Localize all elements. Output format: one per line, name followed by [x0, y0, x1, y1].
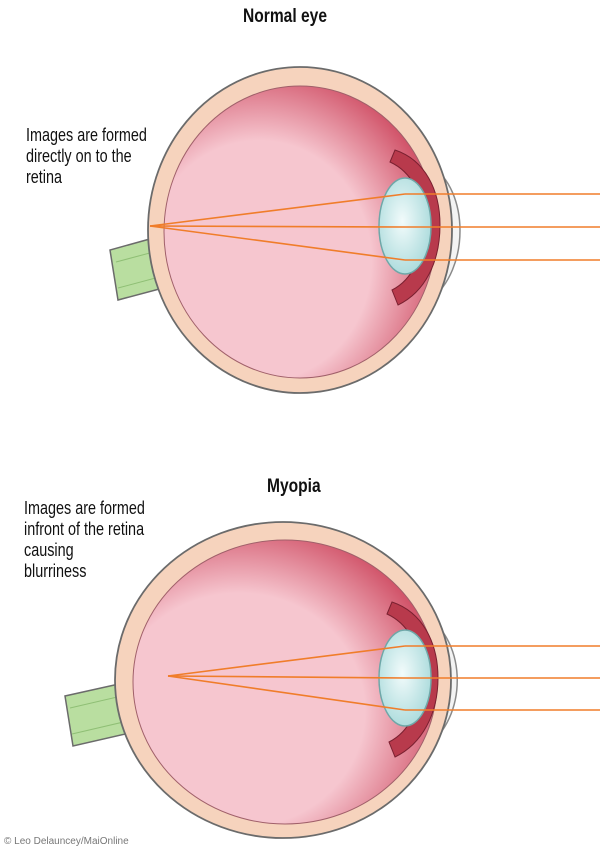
myopia-caption: Images are formed infront of the retina … [24, 498, 145, 582]
myopia-eye-diagram [64, 521, 600, 839]
caption-line: infront of the retina [24, 519, 145, 539]
lens [378, 177, 432, 275]
caption-line: causing [24, 540, 74, 560]
caption-line: directly on to the [26, 146, 132, 166]
caption-line: blurriness [24, 561, 87, 581]
normal-eye-diagram [109, 66, 600, 394]
normal-eye-caption: Images are formed directly on to the ret… [26, 125, 147, 188]
caption-line: Images are formed [24, 498, 145, 518]
normal-eye-title: Normal eye [243, 6, 328, 27]
normal-eye-panel: Normal eye [0, 0, 600, 420]
myopia-title: Myopia [267, 476, 321, 497]
light-rays [149, 193, 600, 261]
caption-line: retina [26, 167, 63, 187]
caption-line: Images are formed [26, 125, 147, 145]
myopia-panel: Myopia [0, 470, 600, 840]
image-credit: © Leo Delauncey/MaiOnline [4, 836, 129, 847]
light-rays [167, 645, 600, 711]
